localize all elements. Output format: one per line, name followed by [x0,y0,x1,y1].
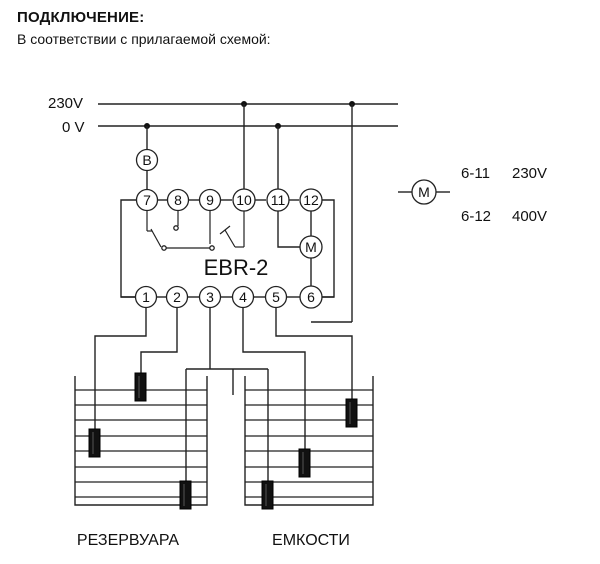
probe-left-bottom [179,480,192,510]
terminal-b-label: B [142,152,151,168]
device-outline-right [322,199,335,298]
terminal-11-label: 11 [271,192,286,208]
probe-left-top [134,372,147,402]
right-tank-outline [244,376,374,506]
legend-row2-volt: 400V [512,208,547,225]
tank-left-label: РЕЗЕРВУАРА [77,532,180,549]
terminal-8 [166,188,190,212]
terminal-11 [266,188,290,212]
terminal-5 [264,285,288,309]
terminal-7 [135,188,159,212]
terminal-10 [232,188,256,212]
terminal-1 [134,285,158,309]
contact-point [173,225,179,231]
wire-4-to-right-probe-mid [242,308,306,450]
terminal-9 [198,188,222,212]
internal-motor [299,235,323,259]
probe-right-top [345,398,358,428]
terminal-9-label: 9 [206,192,214,208]
internal-motor-label: M [305,239,317,255]
tank-right-label: ЕМКОСТИ [272,532,350,549]
wire-1-to-left-probe-mid [94,308,147,430]
contact-point [161,245,167,251]
legend-row2-terms: 6-12 [461,208,491,225]
terminal-8-label: 8 [174,192,182,208]
device-outline-left [120,199,136,298]
probe-left-mid [88,428,101,458]
terminal-12 [299,188,323,212]
terminal-6-label: 6 [307,289,315,305]
page-title: ПОДКЛЮЧЕНИЕ: [17,9,145,26]
legend-row1-volt: 230V [512,165,547,182]
terminal-2 [165,285,189,309]
page-subtitle: В соответствии с прилагаемой схемой: [17,31,271,47]
device-label: EBR-2 [204,255,269,280]
contact-blade [224,229,236,248]
terminal-b [135,148,159,172]
contact-point [209,245,215,251]
probe-right-mid [298,448,311,478]
wire-3-left-branch [185,368,233,482]
wire-11-to-motor [277,211,300,248]
contact-blade [150,228,162,248]
left-tank-outline [74,376,208,506]
legend-row1-terms: 6-11 [461,165,490,182]
terminal-3-label: 3 [206,289,214,305]
wire-3-right-branch [232,369,269,482]
terminal-7-label: 7 [143,192,151,208]
contact-actuator [219,225,231,235]
wire-2-to-left-probe-top [140,308,178,374]
terminal-4-label: 4 [239,289,247,305]
terminal-1-label: 1 [142,289,150,305]
wire-5-to-right-probe-top [275,308,353,400]
terminal-5-label: 5 [272,289,280,305]
terminal-6 [299,285,323,309]
label-230v: 230V [48,95,83,112]
terminal-12-label: 12 [303,192,319,208]
terminal-2-label: 2 [173,289,181,305]
probe-right-bottom [261,480,274,510]
terminal-10-label: 10 [236,192,252,208]
label-0v: 0 V [62,119,85,136]
terminal-4 [231,285,255,309]
terminal-3 [198,285,222,309]
legend-motor-label: M [418,184,430,200]
